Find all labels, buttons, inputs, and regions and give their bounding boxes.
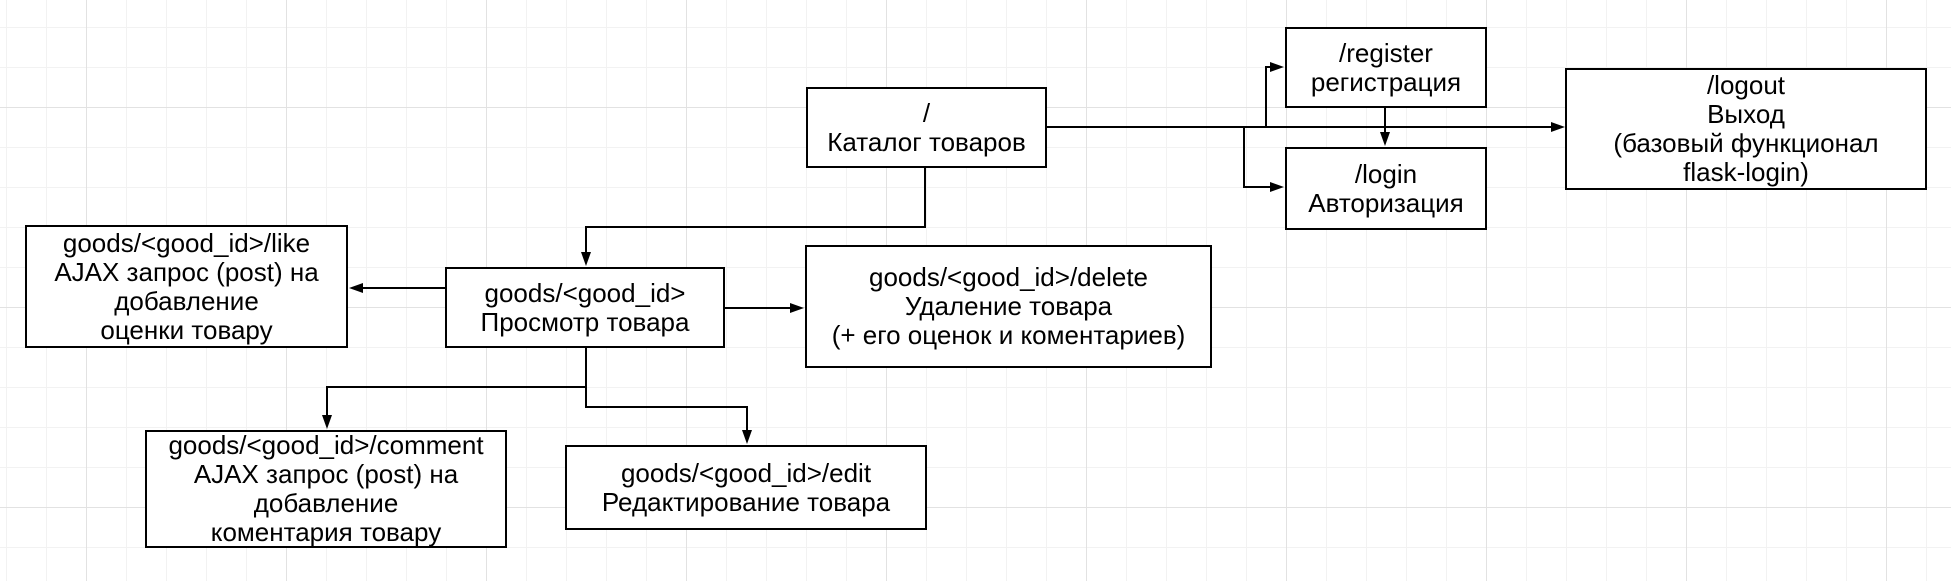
edge-catalog-register-arrowhead[interactable] xyxy=(1270,62,1284,72)
node-line: flask-login) xyxy=(1683,157,1809,187)
node-line: AJAX запрос (post) на xyxy=(193,459,459,489)
edge-catalog-register[interactable] xyxy=(1265,66,1267,128)
node-line: (базовый функционал xyxy=(1613,128,1879,158)
edge-view-delete[interactable] xyxy=(725,307,791,309)
node-line: goods/<good_id> xyxy=(484,277,686,308)
node-view-good-route[interactable]: goods/<good_id> Просмотр товара xyxy=(445,267,725,348)
edge-view-like[interactable] xyxy=(362,287,445,289)
node-line: Редактирование товара xyxy=(601,486,891,517)
edge-catalog-login[interactable] xyxy=(1243,127,1245,188)
node-line: goods/<good_id>/delete xyxy=(868,262,1149,292)
node-line: добавление xyxy=(253,488,399,518)
edge-view-edit[interactable] xyxy=(585,386,587,408)
node-line: /login xyxy=(1354,158,1418,189)
node-line: AJAX запрос (post) на xyxy=(54,256,319,287)
edge-view-delete-arrowhead[interactable] xyxy=(790,303,804,313)
node-line: Удаление товара xyxy=(904,291,1113,321)
edge-view-comment[interactable] xyxy=(326,387,328,416)
edge-view-comment[interactable] xyxy=(585,348,587,389)
edge-view-edit[interactable] xyxy=(746,407,748,431)
edge-catalog-logout[interactable] xyxy=(1047,126,1552,128)
node-line: коментария товару xyxy=(210,517,442,547)
node-catalog-route[interactable]: / Каталог товаров xyxy=(806,87,1047,168)
node-delete-route[interactable]: goods/<good_id>/delete Удаление товара (… xyxy=(805,245,1212,368)
node-line: goods/<good_id>/edit xyxy=(620,457,872,488)
node-line: Каталог товаров xyxy=(827,126,1026,157)
node-line: /logout xyxy=(1706,70,1786,100)
node-login-route[interactable]: /login Авторизация xyxy=(1285,147,1487,230)
node-line: goods/<good_id>/comment xyxy=(168,430,484,460)
node-edit-route[interactable]: goods/<good_id>/edit Редактирование това… xyxy=(565,445,927,530)
edge-register-login-arrowhead[interactable] xyxy=(1380,132,1390,146)
edge-catalog-login-arrowhead[interactable] xyxy=(1270,182,1284,192)
node-line: (+ его оценок и коментариев) xyxy=(831,320,1186,350)
node-line: / xyxy=(922,97,931,128)
node-logout-route[interactable]: /logout Выход (базовый функционал flask-… xyxy=(1565,68,1927,190)
edge-catalog-login[interactable] xyxy=(1243,186,1271,188)
edge-catalog-view[interactable] xyxy=(585,227,587,253)
edge-catalog-logout-arrowhead[interactable] xyxy=(1551,122,1565,132)
node-line: оценки товару xyxy=(100,314,273,345)
node-register-route[interactable]: /register регистрация xyxy=(1285,27,1487,108)
node-line: Авторизация xyxy=(1308,187,1464,218)
node-line: Выход xyxy=(1707,99,1785,129)
edge-catalog-view-arrowhead[interactable] xyxy=(581,252,591,266)
edge-catalog-register[interactable] xyxy=(1265,66,1273,68)
edge-view-edit[interactable] xyxy=(585,406,748,408)
node-like-route[interactable]: goods/<good_id>/like AJAX запрос (post) … xyxy=(25,225,348,348)
node-comment-route[interactable]: goods/<good_id>/comment AJAX запрос (pos… xyxy=(145,430,507,548)
edge-view-like-arrowhead[interactable] xyxy=(349,283,363,293)
edge-view-edit-arrowhead[interactable] xyxy=(742,430,752,444)
edge-catalog-view[interactable] xyxy=(585,226,926,228)
node-line: goods/<good_id>/like xyxy=(62,227,311,258)
node-line: Просмотр товара xyxy=(480,306,690,337)
edge-catalog-view[interactable] xyxy=(924,168,926,228)
edge-register-login[interactable] xyxy=(1384,108,1386,134)
edge-view-comment[interactable] xyxy=(326,386,587,388)
edge-view-comment-arrowhead[interactable] xyxy=(322,415,332,429)
node-line: /register xyxy=(1339,37,1433,68)
node-line: регистрация xyxy=(1310,66,1462,97)
node-line: добавление xyxy=(114,285,259,316)
